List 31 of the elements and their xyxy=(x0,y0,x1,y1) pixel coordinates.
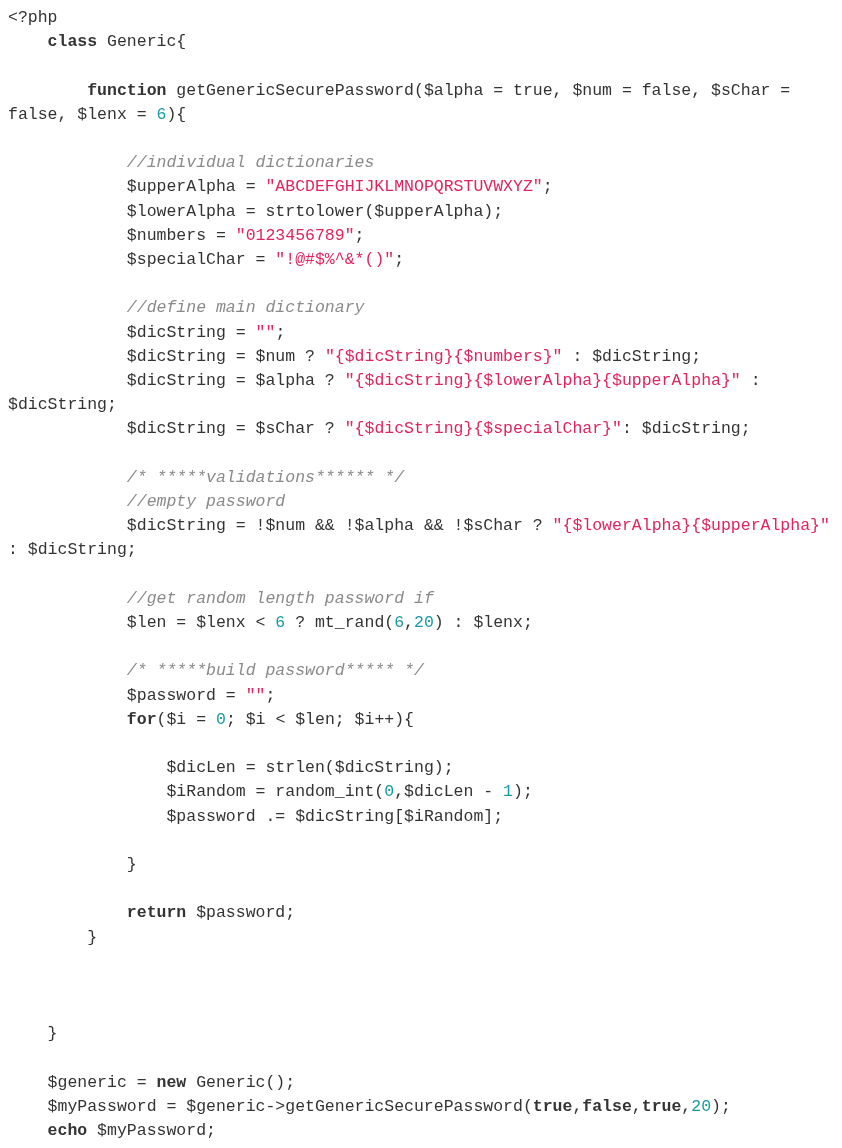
code-comment: /* *****build password***** */ xyxy=(125,661,424,681)
code-line: $dicString = $alpha ? "{$dicString}{$lowerAlpha}{$upperAlpha}" : $dicString; xyxy=(8,371,762,415)
code-comment: //empty password xyxy=(125,492,286,511)
code-comment: /* *****validations****** */ xyxy=(125,467,405,487)
code-line: $password = ""; xyxy=(125,685,276,705)
code-line: } xyxy=(46,1024,58,1044)
code-line: $len = $lenx < 6 ? mt_rand(6,20) : $lenx; xyxy=(125,613,533,632)
code-line: $myPassword = $generic->getGenericSecurePassword(true,false,true,20); xyxy=(46,1096,731,1116)
code-line: $specialChar = "!@#$%^&*()"; xyxy=(125,250,405,269)
code-line: return $password; xyxy=(125,903,296,923)
code-line: $dicLen = strlen($dicString); xyxy=(165,758,454,778)
code-line: } xyxy=(86,927,98,947)
code-line: $dicString = !$num && !$alpha && !$sChar ? "{$lowerAlpha}{$upperAlpha}" : $dicString; xyxy=(8,516,831,560)
code-comment: //get random length password if xyxy=(125,588,434,608)
code-line: for($i = 0; $i < $len; $i++){ xyxy=(125,709,414,729)
code-line: <?php xyxy=(8,8,58,27)
code-comment: //define main dictionary xyxy=(125,298,365,318)
code-line: echo $myPassword; xyxy=(46,1121,216,1141)
code-line: $upperAlpha = "ABCDEFGHIJKLMNOPQRSTUVWXYZ"; xyxy=(125,177,553,197)
code-line: $generic = new Generic(); xyxy=(46,1072,296,1092)
code-line: $dicString = $num ? "{$dicString}{$numbers}" : $dicString; xyxy=(125,346,702,366)
code-line: $dicString = $sChar ? "{$dicString}{$specialChar}": $dicString; xyxy=(125,419,751,439)
code-line: $lowerAlpha = strtolower($upperAlpha); xyxy=(125,201,504,221)
code-line: function getGenericSecurePassword($alpha = true, $num = false, $sChar = false, $lenx = 6){ xyxy=(8,80,792,124)
code-line: $password .= $dicString[$iRandom]; xyxy=(165,806,504,826)
code-comment: //individual dictionaries xyxy=(125,153,375,173)
code-line: } xyxy=(125,855,137,874)
code-line: $iRandom = random_int(0,$dicLen - 1); xyxy=(165,782,533,802)
code-line: $dicString = ""; xyxy=(125,322,286,342)
code-line: $numbers = "0123456789"; xyxy=(125,225,365,245)
code-line: class Generic{ xyxy=(46,32,187,52)
